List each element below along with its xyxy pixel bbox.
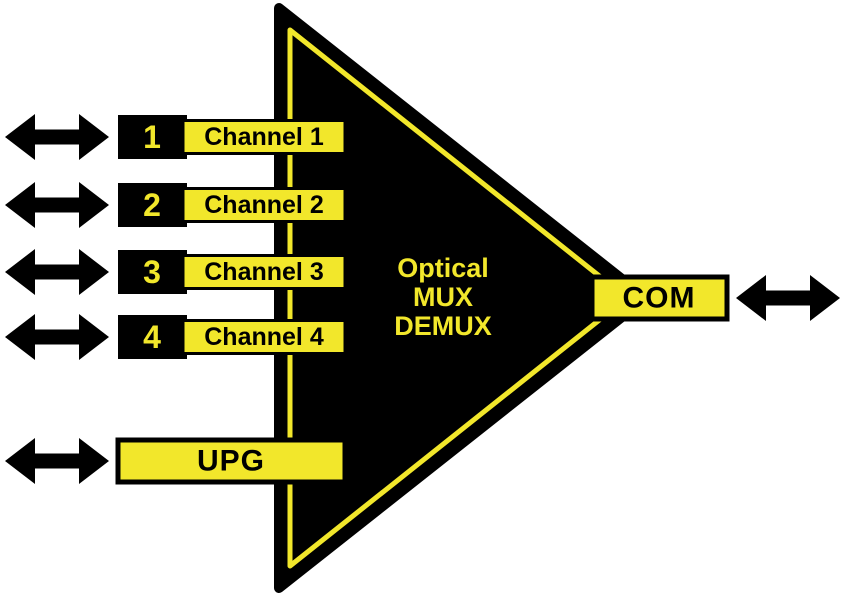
channel-label-box	[181, 254, 347, 290]
mux-title: Optical MUX DEMUX	[394, 253, 492, 341]
bidirectional-arrow-icon	[5, 314, 109, 360]
channel-row: 4 Channel 4	[5, 314, 347, 360]
channel-number-label: 2	[143, 187, 161, 223]
channel-number-box	[118, 115, 187, 159]
com-label: COM	[623, 282, 696, 315]
bidirectional-arrow-icon	[5, 438, 109, 484]
channel-number-box	[118, 315, 187, 359]
upg-row: UPG	[5, 437, 348, 485]
channel-number-label: 3	[143, 254, 161, 290]
channel-row: 3 Channel 3	[5, 249, 347, 295]
channel-name-label: Channel 3	[204, 258, 323, 286]
channel-name-label: Channel 1	[204, 123, 324, 151]
mux-body-triangle	[274, 3, 651, 593]
channel-name-label: Channel 2	[204, 191, 323, 219]
bidirectional-arrow-icon	[5, 114, 109, 160]
upg-box	[115, 437, 348, 485]
channel-name-label: Channel 4	[204, 323, 324, 351]
com-box	[589, 274, 730, 322]
upg-label: UPG	[197, 445, 265, 478]
mux-title-line: Optical	[397, 253, 489, 283]
channel-row: 2 Channel 2	[5, 182, 347, 228]
mux-title-line: MUX	[413, 282, 473, 312]
mux-inner-border	[287, 27, 630, 569]
channel-row: 1 Channel 1	[5, 114, 347, 160]
bidirectional-arrow-icon	[5, 249, 109, 295]
channel-number-label: 4	[143, 319, 161, 355]
channel-label-box	[181, 319, 347, 355]
channel-number-box	[118, 183, 187, 227]
channel-number-box	[118, 250, 187, 294]
channel-number-label: 1	[143, 119, 161, 155]
channel-label-box	[181, 187, 347, 223]
mux-title-line: DEMUX	[394, 311, 492, 341]
com-port: COM	[589, 274, 840, 322]
bidirectional-arrow-icon	[736, 275, 840, 321]
channel-label-box	[181, 119, 347, 155]
bidirectional-arrow-icon	[5, 182, 109, 228]
